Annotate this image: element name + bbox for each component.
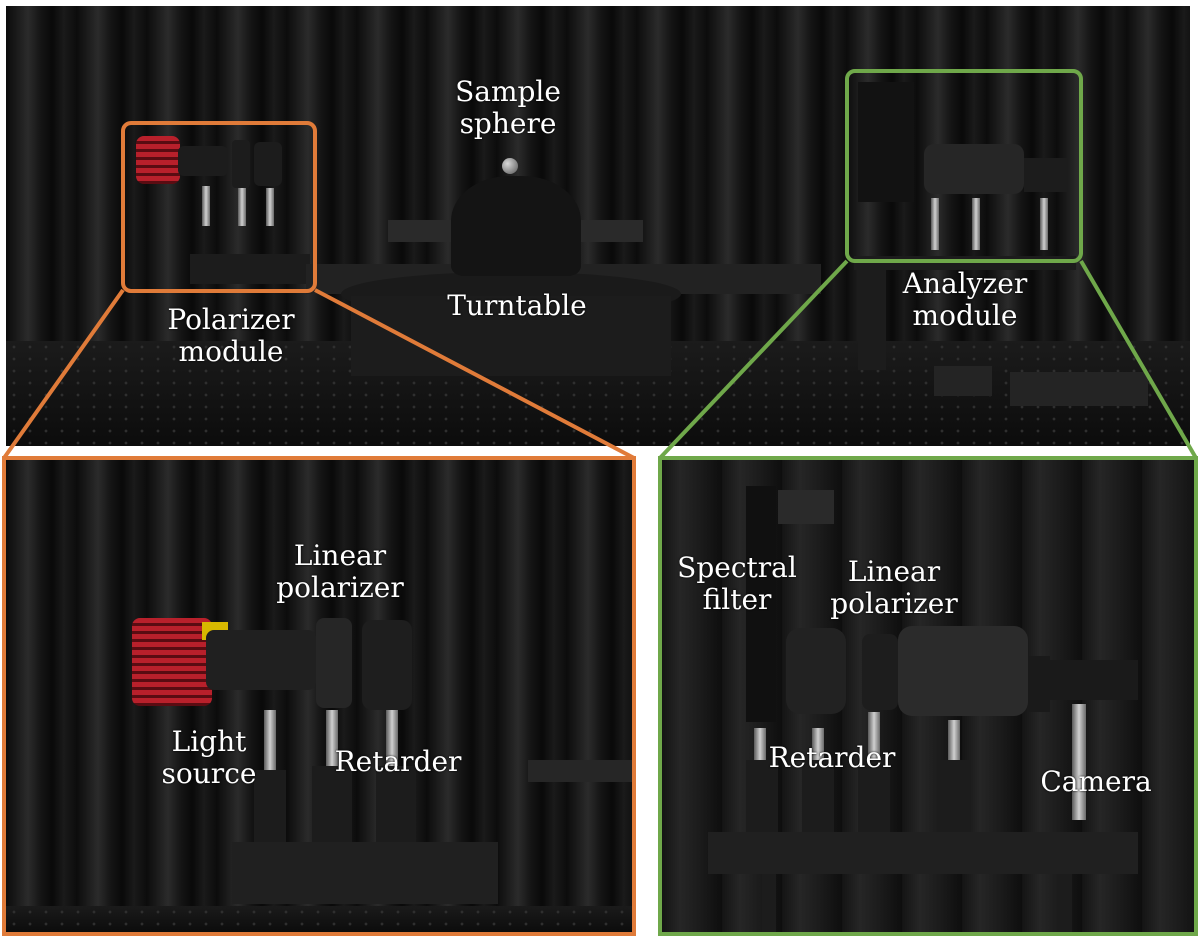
polarizer-closeup-frame: [2, 456, 636, 936]
label-analyzer-module: Analyzer module: [902, 267, 1028, 333]
label-linear-polarizer: Linear polarizer: [276, 539, 404, 605]
analyzer-highlight-frame: [845, 69, 1083, 263]
label-light-source: Light source: [161, 725, 257, 791]
label-sample-sphere: Sample sphere: [455, 75, 561, 141]
label-camera: Camera: [1040, 765, 1152, 798]
label-spectral-filter: Spectral filter: [677, 551, 797, 617]
analyzer-closeup-photo: Spectral filter Linear polarizer Retarde…: [662, 460, 1194, 932]
label-retarder: Retarder: [768, 741, 896, 774]
label-linear-polarizer: Linear polarizer: [830, 555, 958, 621]
label-turntable: Turntable: [447, 289, 587, 322]
analyzer-closeup-frame: [658, 456, 1198, 936]
optical-table: [6, 906, 632, 932]
label-retarder: Retarder: [334, 745, 462, 778]
polarizer-highlight-frame: [121, 121, 317, 293]
label-polarizer-module: Polarizer module: [167, 303, 295, 369]
polarizer-closeup-photo: Linear polarizer Light source Retarder: [6, 460, 632, 932]
